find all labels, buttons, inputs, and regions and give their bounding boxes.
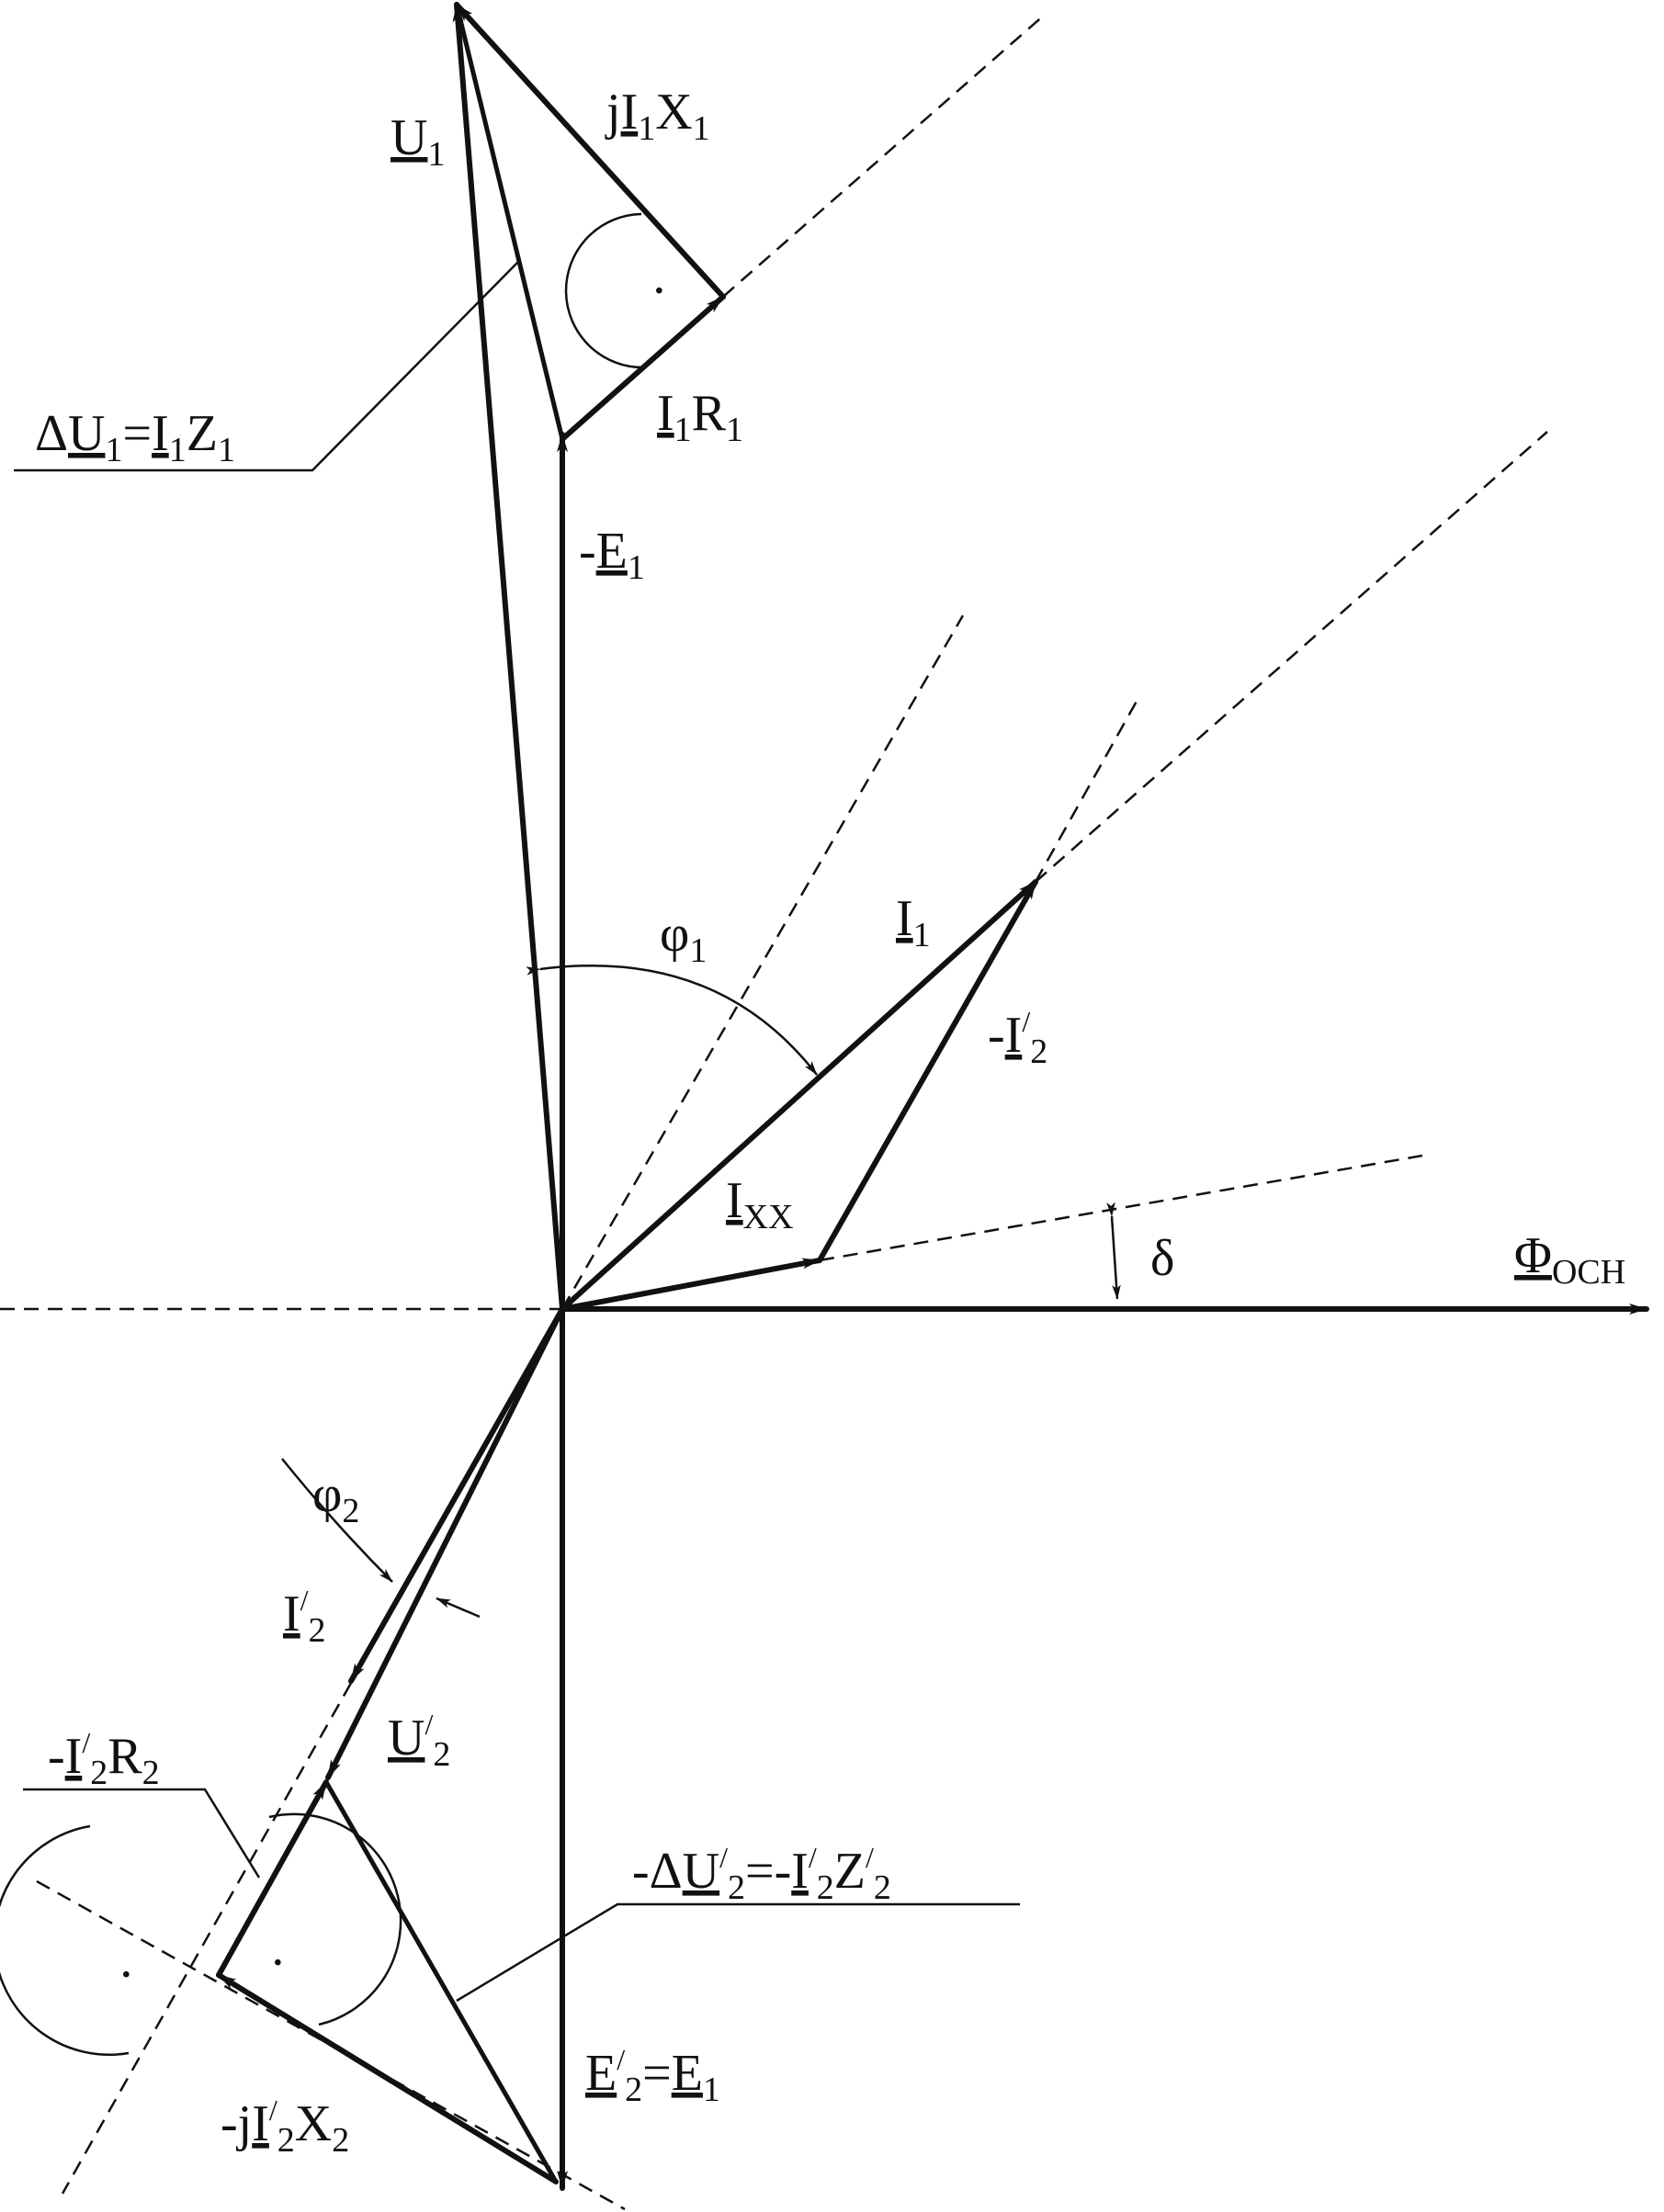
ji1x1-vector bbox=[454, 2, 726, 299]
mi2r2-leader bbox=[23, 1788, 261, 1879]
label-u1: U1 bbox=[391, 109, 445, 174]
label-phi2: φ2 bbox=[312, 1466, 359, 1530]
label-u2-prime: U/2 bbox=[388, 1708, 450, 1774]
label-minus-i2r2: -I/2R2 bbox=[48, 1726, 160, 1792]
label-minus-i2: -I/2 bbox=[988, 1005, 1047, 1071]
du1-leader bbox=[14, 259, 521, 472]
i1r1-vector bbox=[560, 294, 726, 442]
label-i1r1: I1R1 bbox=[657, 385, 743, 449]
u1-vector bbox=[452, 2, 565, 1312]
label-phi1: φ1 bbox=[660, 906, 707, 970]
phi2-arc-2 bbox=[436, 1597, 481, 1619]
minus-du2-vector bbox=[323, 1780, 559, 2184]
label-e2-prime: E/2=E1 bbox=[585, 2043, 720, 2109]
minus-i2-vector bbox=[817, 879, 1038, 1263]
u2-vector bbox=[325, 1306, 565, 1780]
right-angle-dot-top: · bbox=[651, 263, 668, 320]
label-i2-prime: I/2 bbox=[283, 1584, 326, 1650]
label-minus-ji2x2: -jI/2X2 bbox=[221, 2094, 349, 2160]
right-angle-arc-lower-outer bbox=[0, 1824, 130, 2056]
u1-current-phase-dash bbox=[560, 615, 965, 1310]
phi2-arc-1 bbox=[281, 1458, 393, 1583]
delta-arc bbox=[1106, 1202, 1121, 1300]
label-phi-och: ΦOCH bbox=[1514, 1227, 1625, 1292]
angle-marks bbox=[0, 212, 1121, 2056]
ixx-vector bbox=[560, 1258, 822, 1312]
ixx-extension-dash bbox=[819, 1154, 1423, 1262]
leader-lines bbox=[14, 259, 1020, 2003]
i2-vector bbox=[348, 1306, 565, 1684]
label-ji1x1: jI1X1 bbox=[605, 84, 710, 148]
right-angle-dot-lower-inner: · bbox=[269, 1935, 287, 1992]
phi1-arc bbox=[526, 964, 818, 1076]
right-angle-arc-top bbox=[564, 212, 645, 369]
label-delta: δ bbox=[1150, 1230, 1174, 1287]
label-minus-e1: -E1 bbox=[579, 523, 645, 587]
label-i1: I1 bbox=[896, 890, 931, 954]
i2-extension-dash bbox=[1034, 695, 1141, 883]
mdu2-leader bbox=[456, 1902, 1020, 2003]
minus-ji2x2-vector bbox=[216, 1972, 559, 2184]
i1r1-extension-dash bbox=[722, 13, 1047, 298]
minus-i2r2-vector bbox=[216, 1779, 329, 1978]
label-minus-du2: -ΔU/2=-I/2Z/2 bbox=[632, 1841, 891, 1907]
phasor-vectors bbox=[216, 2, 1649, 2191]
right-angle-arc-lower-inner bbox=[268, 1812, 402, 2026]
label-du1: ΔU1=I1Z1 bbox=[35, 405, 235, 469]
du1-vector bbox=[454, 4, 565, 440]
right-angle-dot-lower-outer: · bbox=[118, 1947, 135, 2003]
i1-extension-dash bbox=[1035, 431, 1548, 883]
i1-vector bbox=[560, 879, 1038, 1312]
label-ixx: IXX bbox=[726, 1172, 794, 1236]
